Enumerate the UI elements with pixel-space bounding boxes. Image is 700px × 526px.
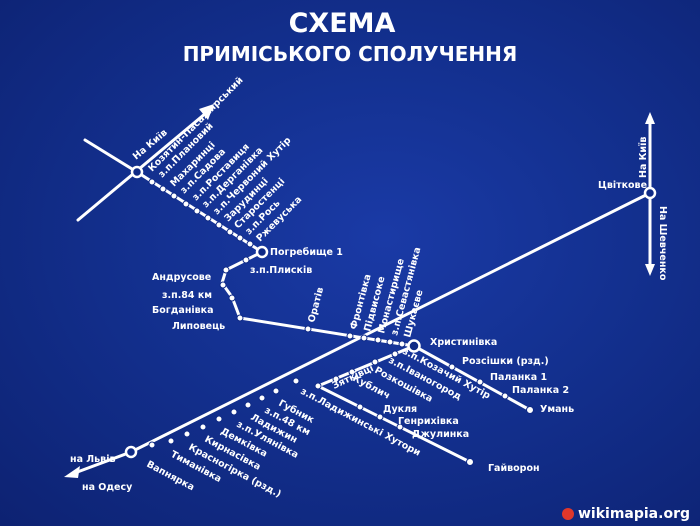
line-kozyatyn-north bbox=[83, 138, 139, 174]
stops bbox=[124, 165, 657, 466]
stop-monastyryshche bbox=[374, 336, 382, 344]
stop-tsvitkove bbox=[643, 186, 657, 200]
stop-sadova bbox=[170, 192, 178, 200]
stop-derhanivka bbox=[193, 207, 201, 215]
label-rossishky: Розсішки (рзд.) bbox=[462, 356, 549, 367]
label-na-odesu: на Одесу bbox=[82, 482, 133, 493]
arrow-to-shevchenko bbox=[645, 264, 655, 276]
stop-zarudyntsi bbox=[215, 221, 223, 229]
stop-vapniarka bbox=[124, 445, 138, 459]
line-lypovets-khrystynivka bbox=[238, 316, 416, 348]
stop-rostavytsia bbox=[182, 200, 190, 208]
stop-khrystynivka bbox=[407, 339, 421, 353]
line-khrystynivka-uman bbox=[412, 344, 532, 412]
arrow-to-kyiv-left bbox=[199, 104, 214, 120]
label-na-shevchenko: На Шевченко bbox=[657, 206, 668, 281]
label-dzhulynka: Джулинка bbox=[412, 429, 469, 440]
stop-kyrnasivka bbox=[199, 423, 207, 431]
arrow-to-kyiv-right bbox=[645, 112, 655, 124]
stop-plyskiv bbox=[242, 256, 250, 264]
label-khrystynivka: Христинівка bbox=[430, 337, 497, 348]
stop-roshoshivka bbox=[348, 368, 356, 376]
stop-kozachyi-khutir bbox=[391, 350, 399, 358]
stop-chervonyi-khutir bbox=[204, 214, 212, 222]
stop-ladyzhynski-khutory bbox=[292, 377, 300, 385]
stop-uman bbox=[526, 406, 534, 414]
label-pohrebyshche: Погребище 1 bbox=[270, 247, 343, 258]
label-plyskiv: з.п.Плисків bbox=[250, 265, 312, 276]
arrow-to-lviv bbox=[64, 466, 80, 478]
line-lviv-tsvitkove bbox=[129, 191, 652, 454]
stop-hubnyk bbox=[272, 387, 280, 395]
stop-demkivka bbox=[215, 415, 223, 423]
stop-kozyatyn bbox=[130, 165, 144, 179]
stop-vapniarka-area bbox=[148, 441, 156, 449]
stop-makharyntsi bbox=[159, 185, 167, 193]
label-andrusove: Андрусове bbox=[152, 272, 211, 283]
stop-84km bbox=[219, 281, 227, 289]
label-lypovets: Липовець bbox=[172, 321, 225, 332]
stop-haivoron bbox=[466, 458, 474, 466]
stop-dzhulynka bbox=[396, 423, 404, 431]
stop-krasnohirka bbox=[183, 430, 191, 438]
stop-shukaieve bbox=[398, 340, 406, 348]
label-orativ: Оратів bbox=[306, 286, 326, 324]
wikimapia-logo-icon bbox=[561, 508, 574, 520]
line-kyiv-kozyatyn bbox=[76, 106, 214, 222]
watermark: wikimapia.org bbox=[561, 506, 690, 522]
stop-ros bbox=[236, 234, 244, 242]
map-subtitle: ПРИМІСЬКОГО СПОЛУЧЕННЯ bbox=[183, 42, 518, 66]
stop-ladyzhyn bbox=[244, 401, 252, 409]
label-84km: з.п.84 км bbox=[162, 290, 212, 301]
watermark-text: wikimapia.org bbox=[577, 506, 690, 522]
stop-ziatkivtsi bbox=[314, 382, 322, 390]
stop-palanka2 bbox=[501, 392, 509, 400]
label-na-kyiv-right: На Київ bbox=[638, 137, 649, 178]
line-to-haivoron bbox=[316, 384, 472, 464]
stop-henrykhivka bbox=[376, 413, 384, 421]
stop-tymanivka bbox=[167, 437, 175, 445]
stop-andrusove bbox=[222, 266, 230, 274]
label-dukla: Дукля bbox=[383, 404, 417, 415]
stop-dukla bbox=[356, 403, 364, 411]
label-henrykhivka: Генрихівка bbox=[398, 416, 459, 427]
stop-palanka1 bbox=[476, 378, 484, 386]
stop-frontivka bbox=[346, 332, 354, 340]
label-uman: Умань bbox=[540, 404, 574, 415]
stop-starostentsi bbox=[226, 228, 234, 236]
stop-rossishky bbox=[448, 363, 456, 371]
label-tsvitkove: Цвіткове bbox=[598, 180, 647, 191]
label-haivoron: Гайворон bbox=[488, 463, 540, 474]
stop-bohdanivka bbox=[228, 294, 236, 302]
line-pohrebyshche-lypovets bbox=[220, 250, 264, 320]
stop-lypovets bbox=[236, 314, 244, 322]
label-palanka2: Паланка 2 bbox=[512, 385, 569, 396]
stop-kublych bbox=[332, 375, 340, 383]
line-lviv-arrow bbox=[70, 450, 133, 476]
stop-sevastianivka bbox=[386, 338, 394, 346]
stop-pohrebyshche bbox=[255, 245, 269, 259]
stop-ivanhorod bbox=[371, 358, 379, 366]
label-bohdanivka: Богданівка bbox=[152, 305, 214, 316]
stop-planovyi bbox=[148, 178, 156, 186]
map-title: СХЕМА bbox=[289, 8, 396, 39]
stop-ulianivka bbox=[230, 408, 238, 416]
label-na-lviv: на Львів bbox=[70, 454, 115, 465]
stop-orativ bbox=[304, 325, 312, 333]
label-palanka1: Паланка 1 bbox=[490, 372, 547, 383]
stop-rzhevuska bbox=[246, 240, 254, 248]
stop-pidvysoke bbox=[360, 334, 368, 342]
stop-48km bbox=[258, 394, 266, 402]
